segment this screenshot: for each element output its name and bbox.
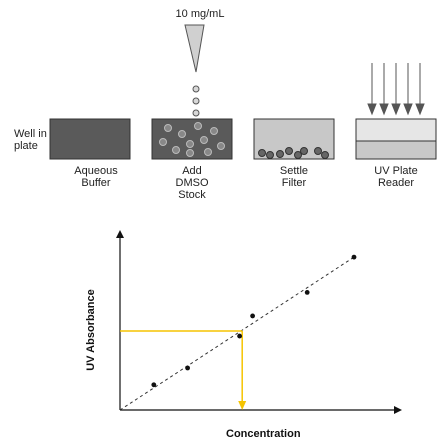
data-points [151,254,357,388]
x-axis-arrow-icon [394,406,402,414]
well-label-line1: Well in [14,128,47,140]
droplet-icon [192,109,200,117]
step-add-dmso-label: Add DMSO Stock [175,165,209,201]
trend-line-path [119,256,355,411]
pipette-tip-icon [184,24,205,73]
data-point [250,313,256,319]
well-dmso-stock [151,118,233,160]
step-uv-reader-label: UV Plate Reader [374,165,418,189]
y-axis-title: UV Absorbance [85,289,97,371]
well-uv-reader [355,118,437,160]
well-aqueous-buffer [49,118,131,160]
trend-line [119,256,355,411]
data-point [237,333,243,339]
data-point [304,290,310,295]
uv-light-arrows-icon [367,63,425,116]
data-point [151,382,157,388]
data-point [185,365,191,371]
chart-axes [116,230,402,414]
process-schematic [49,24,437,160]
well-label: Well in plate [14,128,54,152]
readout-lines [120,330,247,410]
droplet-icon [192,97,200,105]
data-point [351,254,357,260]
well-settle-filter [253,118,335,160]
step-settle-filter-label: Settle Filter [279,165,309,189]
stock-concentration-label: 10 mg/mL [175,8,225,20]
readout-arrow-icon [238,401,247,410]
well-label-line2: plate [14,140,38,152]
droplet-icon [192,85,200,93]
x-axis-title: Concentration [226,428,301,440]
step-aqueous-buffer-label: Aqueous Buffer [74,165,118,189]
y-axis-arrow-icon [116,230,124,238]
